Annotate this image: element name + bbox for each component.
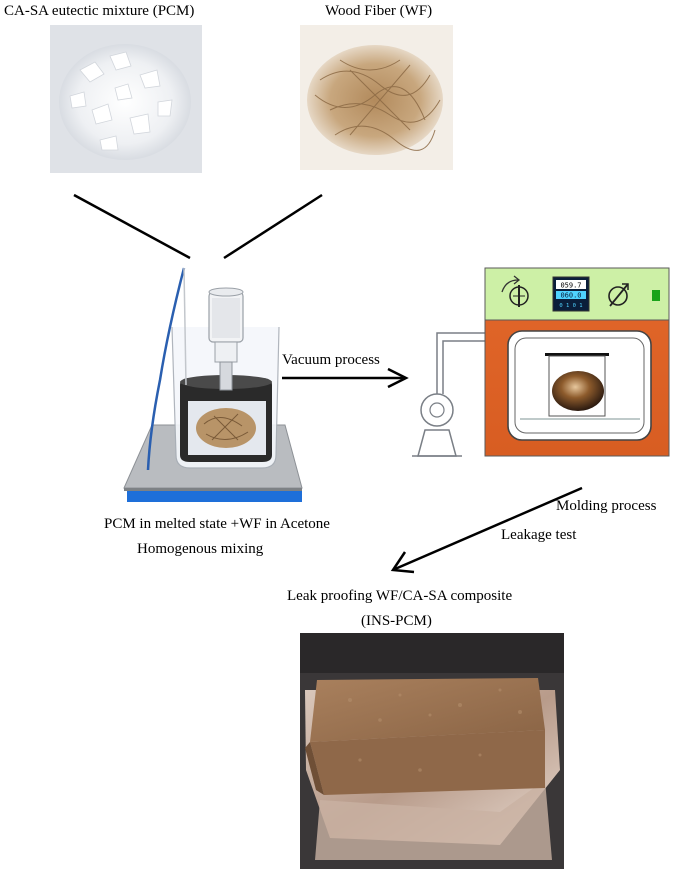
mixing-label-2: Homogenous mixing (137, 541, 264, 557)
display-reading-2: 060.0 (560, 292, 581, 300)
vacuum-label: Vacuum process (282, 352, 380, 368)
wf-title: Wood Fiber (WF) (325, 3, 433, 19)
connector-wf (223, 193, 323, 260)
arrow-vacuum (282, 367, 409, 389)
arrow-molding (390, 486, 583, 574)
rotate-icon (501, 275, 521, 293)
vacuum-pump-icon (412, 332, 486, 457)
display-reading-1: 059.7 (560, 282, 581, 290)
vacuum-oven (484, 267, 670, 457)
probe-cable (146, 267, 186, 471)
composite-image (300, 633, 564, 869)
composite-label-2: (INS-PCM) (361, 613, 432, 629)
status-led (652, 290, 660, 301)
temperature-display (552, 276, 590, 312)
display-reading-3: 0 1 0 1 (559, 303, 582, 309)
leakage-label: Leakage test (501, 527, 577, 543)
pcm-title: CA-SA eutectic mixture (PCM) (4, 3, 195, 19)
connector-pcm (73, 193, 191, 260)
mixing-label-1: PCM in melted state +WF in Acetone (104, 516, 330, 532)
pcm-powder-image (50, 25, 202, 173)
beaker (171, 267, 280, 469)
molding-label: Molding process (556, 498, 657, 514)
homogenizer (208, 287, 244, 391)
dial-icon (608, 283, 629, 307)
composite-label-1: Leak proofing WF/CA-SA composite (287, 588, 513, 604)
valve-icon (509, 285, 529, 307)
wood-fiber-image (300, 25, 453, 170)
